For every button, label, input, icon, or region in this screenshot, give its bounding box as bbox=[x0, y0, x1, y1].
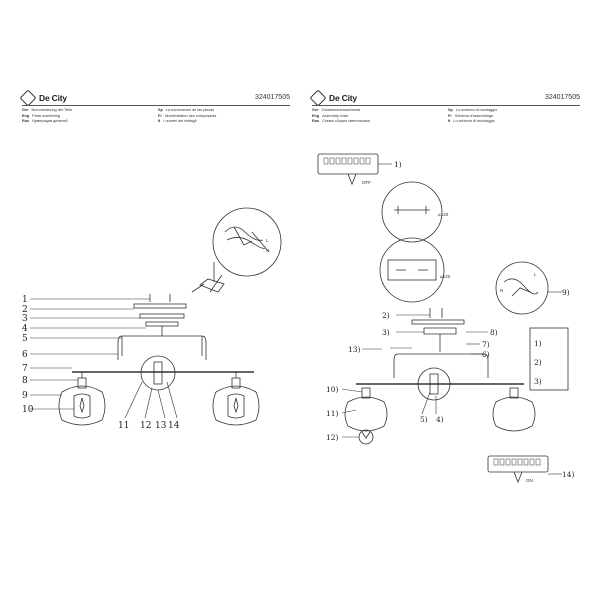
callout-label: 6) bbox=[482, 350, 490, 359]
model-number: 324017505 bbox=[254, 94, 290, 101]
callout-label: 4) bbox=[436, 415, 444, 424]
callout-label: 2 bbox=[22, 305, 28, 315]
callout-label: 13) bbox=[348, 345, 361, 354]
callout-label: 7 bbox=[22, 364, 28, 374]
switch-label: OFF bbox=[362, 180, 371, 185]
lamp-parts-drawing: 1 2 3 4 5 6 7 8 9 10 11 12 13 14 L N bbox=[22, 207, 282, 431]
callout-label: 13 bbox=[155, 421, 167, 431]
step-label: 1) bbox=[534, 339, 542, 348]
callout-label: 8) bbox=[490, 328, 498, 337]
wire-label: N bbox=[266, 248, 269, 253]
callout-label: 11 bbox=[118, 421, 129, 431]
bracket-circle bbox=[381, 181, 443, 243]
wire-label: L bbox=[534, 272, 537, 277]
callout-label: 3) bbox=[382, 328, 390, 337]
dimension-label: ⌀120 bbox=[438, 212, 449, 217]
callout-label: 9) bbox=[562, 288, 570, 297]
callout-label: 9 bbox=[22, 391, 28, 401]
callout-label: 4 bbox=[22, 324, 28, 334]
callout-label: 3 bbox=[22, 314, 28, 324]
brand-name: De City bbox=[39, 93, 67, 103]
callout-label: 5 bbox=[22, 334, 28, 344]
wire-label: N bbox=[500, 288, 503, 293]
brand-name: De City bbox=[329, 93, 357, 103]
switch-label: ON bbox=[526, 478, 533, 483]
brand-logo: De City bbox=[309, 89, 357, 107]
callout-label: 1 bbox=[22, 295, 28, 305]
callout-label: 10 bbox=[22, 405, 34, 415]
callout-label: 2) bbox=[382, 311, 390, 320]
step-label: 2) bbox=[534, 358, 542, 367]
callout-label: 14 bbox=[168, 421, 180, 431]
left-callouts: 1 2 3 4 5 6 7 8 9 10 11 12 13 14 L N bbox=[22, 238, 269, 431]
header-divider bbox=[312, 105, 580, 106]
dimension-label: ⌀120 bbox=[440, 274, 451, 279]
callout-label: 14) bbox=[562, 470, 575, 479]
callout-label: 5) bbox=[420, 415, 428, 424]
wiring-detail-circle bbox=[212, 207, 282, 277]
mounting-plate-circle bbox=[379, 237, 445, 303]
header-divider bbox=[22, 105, 290, 106]
assembly-drawing: 1) 2) 3) 4) 5) 6) 7) 8) 9) 10) 11) 12) 1… bbox=[317, 153, 575, 484]
callout-label: 11) bbox=[326, 409, 339, 418]
wire-label: L bbox=[266, 238, 269, 243]
callout-label: 12 bbox=[140, 421, 151, 431]
brand-logo: De City bbox=[19, 89, 67, 107]
callout-label: 10) bbox=[326, 385, 339, 394]
callout-label: 7) bbox=[482, 340, 490, 349]
callout-label: 8 bbox=[22, 376, 28, 386]
step-label: 3) bbox=[534, 377, 542, 386]
callout-label: 1) bbox=[394, 160, 402, 169]
callout-label: 6 bbox=[22, 350, 28, 360]
callout-label: 12) bbox=[326, 433, 339, 442]
model-number: 324017505 bbox=[544, 94, 580, 101]
right-callouts: 1) 2) 3) 4) 5) 6) 7) 8) 9) 10) 11) 12) 1… bbox=[326, 160, 575, 483]
